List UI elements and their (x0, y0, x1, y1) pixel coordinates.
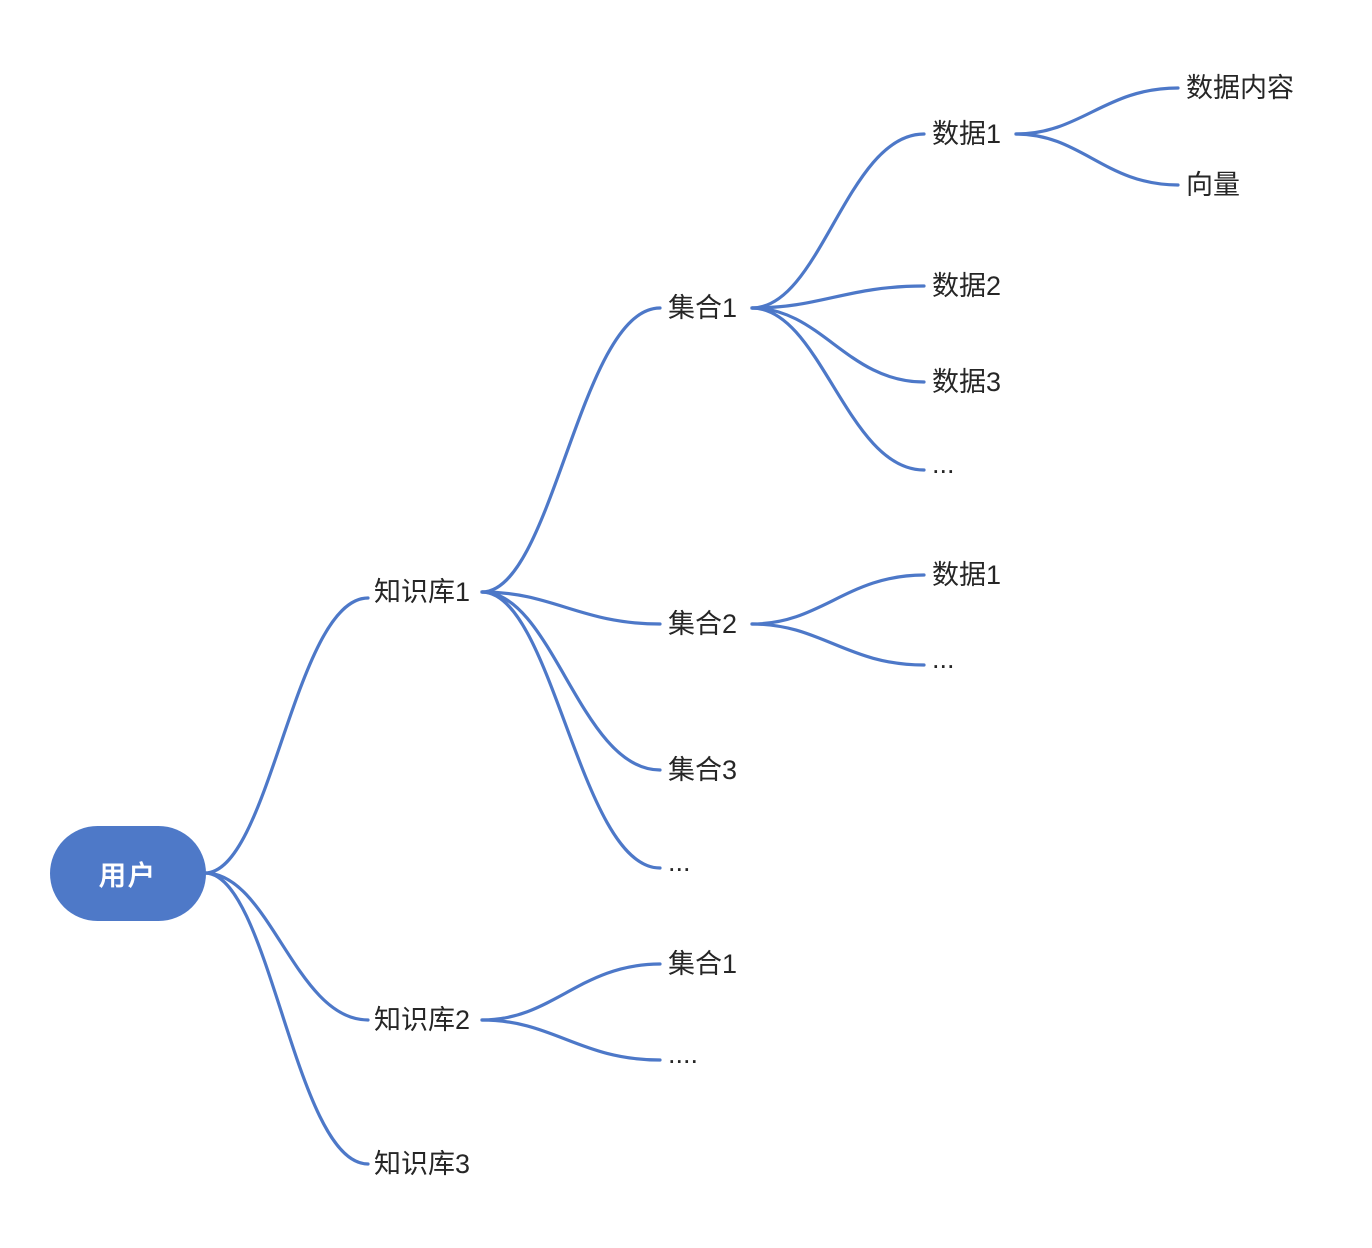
node-kb1-set-1: 集合1 (668, 293, 738, 323)
edge-set2-more (750, 622, 926, 667)
node-set2-data-1: 数据1 (932, 560, 1002, 590)
node-kb1-more: ... (668, 847, 691, 877)
node-kb1-set-2: 集合2 (668, 609, 738, 639)
edge-kb1-set2 (480, 590, 662, 626)
edge-set1-data3 (750, 306, 926, 384)
node-set1-data-3: 数据3 (932, 367, 1002, 397)
node-data1-content: 数据内容 (1186, 73, 1294, 103)
edge-set2-data1 (750, 573, 926, 626)
node-set2-more: ... (932, 644, 955, 674)
edge-set1-more (750, 306, 926, 472)
node-set1-data-2: 数据2 (932, 271, 1002, 301)
node-data1-vector: 向量 (1186, 170, 1240, 200)
edge-kb1-set1 (480, 306, 662, 594)
edge-kb1-set3 (480, 590, 662, 772)
node-kb2-set-1: 集合1 (668, 949, 738, 979)
edge-set1-data2 (750, 284, 926, 310)
node-kb2-more: .... (668, 1039, 699, 1069)
edge-data1-content (1014, 86, 1180, 136)
node-set1-more: ... (932, 449, 955, 479)
edge-kb1-more (480, 590, 662, 870)
node-set1-data-1: 数据1 (932, 119, 1002, 149)
branch-group (203, 86, 1180, 1166)
edge-user-kb1 (203, 596, 370, 875)
edge-kb2-set1 (480, 962, 662, 1022)
edge-user-kb3 (203, 871, 370, 1166)
edge-data1-vector (1014, 132, 1180, 187)
node-knowledge-base-1: 知识库1 (374, 577, 471, 607)
node-user: 用户 (50, 826, 206, 921)
edge-kb2-more (480, 1018, 662, 1062)
edge-set1-data1 (750, 132, 926, 310)
node-knowledge-base-3: 知识库3 (374, 1149, 471, 1179)
node-user-label: 用户 (99, 861, 157, 891)
edge-user-kb2 (203, 871, 370, 1022)
node-knowledge-base-2: 知识库2 (374, 1005, 471, 1035)
node-kb1-set-3: 集合3 (668, 755, 738, 785)
